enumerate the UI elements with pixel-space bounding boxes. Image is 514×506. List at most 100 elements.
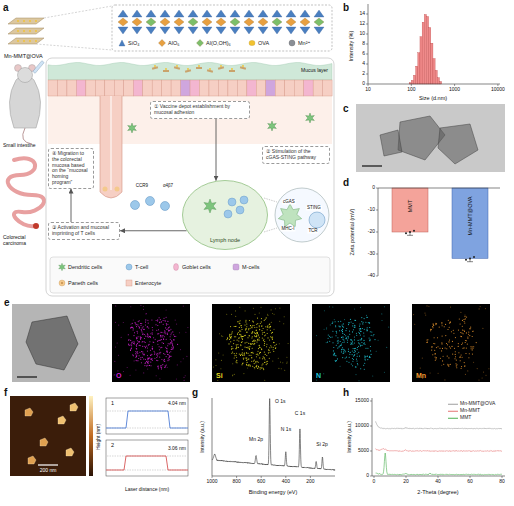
element-dot [160,365,161,366]
axis [372,398,505,476]
element-dot [241,364,242,365]
element-dot [246,332,247,333]
element-dot [160,335,161,336]
element-dot [465,353,466,354]
element-dot [142,351,143,352]
element-dot [136,337,137,338]
axis-title: Zeta potential (mV) [349,209,355,256]
element-dot [244,324,245,325]
element-dot [283,323,284,324]
tetrahedron [272,10,282,17]
element-dot [241,327,242,328]
height-profile [106,411,188,428]
element-dot [343,353,344,354]
element-dot [237,334,238,335]
epithelial-cell [124,80,133,96]
legend-item: Mn-MMT [448,408,480,414]
element-dot [165,366,166,367]
tick [497,84,498,86]
element-dot [342,325,343,326]
element-dot [140,305,141,306]
element-dot [359,330,360,331]
element-dot [242,336,243,337]
element-dot [448,357,449,358]
element-dot [164,359,165,360]
element-dot [356,335,357,336]
legend-sample [448,411,458,412]
element-dot [254,314,255,315]
element-dot [149,357,150,358]
zoom-line [264,198,277,202]
element-dot [236,345,237,346]
element-dot [337,341,338,342]
element-dot [354,348,355,349]
element-dot [357,363,358,364]
element-dot [231,349,232,350]
tick-label: 600 [257,479,265,485]
octahedron [160,18,170,26]
legend-sample [126,264,132,270]
element-dot [250,344,251,345]
element-dot [235,316,236,317]
element-dot [257,351,258,352]
element-dot [259,329,260,330]
element-dot [252,341,253,342]
element-dot [266,346,267,347]
element-dot [171,349,172,350]
element-dot [163,318,164,319]
element-dot [158,368,159,369]
eds-map [112,304,190,382]
tick [366,64,368,65]
element-dot [240,320,241,321]
octahedron [132,18,142,26]
element-dot [159,349,160,350]
element-dot [472,348,473,349]
element-dot [359,356,360,357]
legend-item: SiO₄ [118,39,139,47]
element-dot [373,334,374,335]
element-dot [158,367,159,368]
element-dot [266,344,267,345]
element-dot [139,328,140,329]
element-dot [231,336,232,337]
element-dot [136,338,137,339]
element-dot [155,324,156,325]
histogram-bar [420,37,422,84]
element-dot [341,337,342,338]
element-dot [139,327,140,328]
legend-swatch [196,39,204,47]
element-dot [364,359,365,360]
element-dot [249,355,250,356]
legend-sample [197,40,204,47]
element-dot [241,336,242,337]
element-dot [433,325,434,326]
element-dot [447,329,448,330]
element-dot [166,329,167,330]
t-cell [161,202,170,211]
element-dot [342,333,343,334]
element-dot [252,331,253,332]
element-dot [238,338,239,339]
element-dot [460,312,461,313]
element-dot [146,346,147,347]
tick-label: -30 [368,251,375,257]
element-dot [381,313,382,314]
element-dot [449,339,450,340]
element-dot [162,336,163,337]
octahedron [202,18,212,26]
tem-image [356,104,505,172]
element-dot [367,348,368,349]
element-dot [158,366,159,367]
tick-label: 80 [499,479,505,485]
element-dot [248,364,249,365]
element-dot [248,353,249,354]
element-dot [354,342,355,343]
element-dot [360,345,361,346]
element-dot [335,361,336,362]
element-dot [171,340,172,341]
element-dot [246,358,247,359]
tick [366,54,368,55]
tetrahedron [216,27,226,34]
element-dot [352,341,353,342]
element-dot [239,334,240,335]
